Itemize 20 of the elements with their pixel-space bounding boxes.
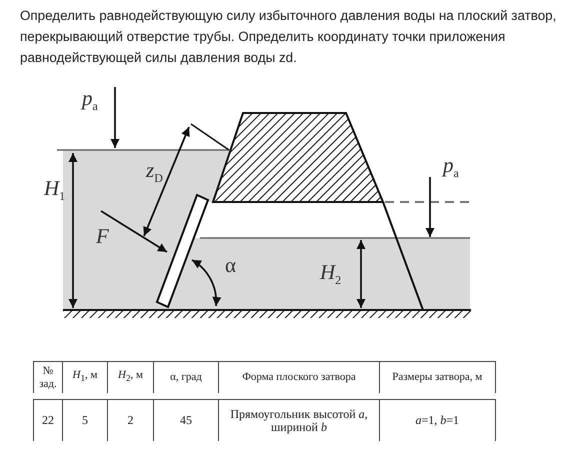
dimension-label: z$_{D}$ (146, 160, 163, 184)
table-cell: a=1, b=1 (379, 399, 496, 441)
column-header: H$_{1}$, м (62, 361, 107, 393)
angle-label: α (225, 255, 236, 276)
column-header: H$_{2}$, м (107, 361, 153, 393)
column-header: α, град (153, 361, 218, 393)
table-cell: Прямоугольник высотой a, шириной b (218, 399, 379, 441)
pressure-label: p$_{a}$ (443, 155, 459, 180)
force-label: F (96, 226, 109, 247)
column-header: № зад. (33, 361, 62, 393)
table-cell: 2 (107, 399, 153, 441)
dimension-label: H$_{1}$ (44, 178, 66, 202)
table-cell: 45 (153, 399, 218, 441)
column-header: Форма плоского затвора (218, 361, 379, 393)
column-header: Размеры затвора, м (379, 361, 496, 393)
table-cell: 5 (62, 399, 107, 441)
pressure-label: p$_{a}$ (82, 88, 98, 112)
table-cell: 22 (33, 399, 62, 441)
problem-statement: Определить равнодействующую силу избыточного давления воды на плоский затвор, перекрывающий отверстие трубы. Определить координату точки приложения равнодействующей силы давления воды zd. (20, 7, 558, 67)
dimension-label: H$_{2}$ (320, 262, 342, 286)
